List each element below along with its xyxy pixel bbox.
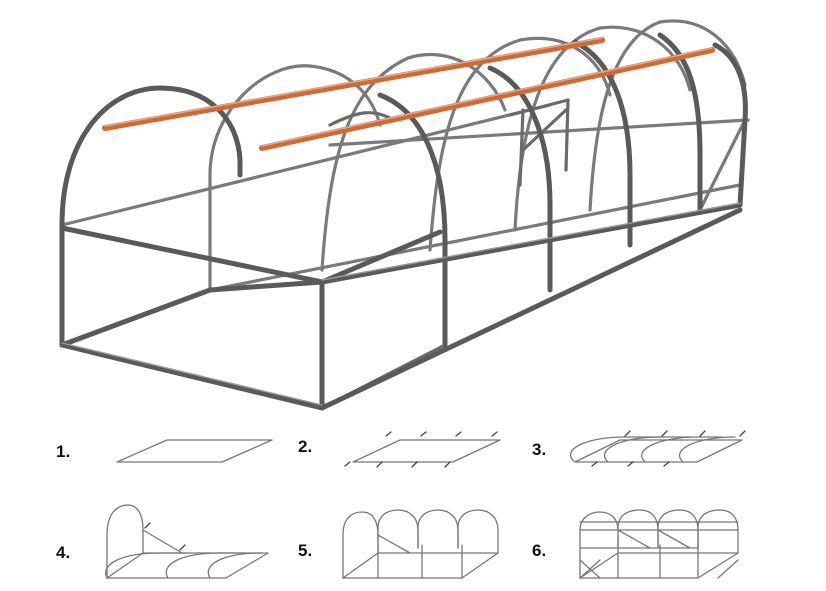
step-6: 6.	[532, 509, 739, 579]
step-2-label: 2.	[298, 437, 312, 456]
step-4: 4.	[56, 504, 269, 579]
step-4-first-arch-raised	[105, 504, 269, 579]
step-3-base-with-laid-arches	[569, 430, 746, 467]
step-1: 1.	[56, 439, 273, 463]
back-side-rails	[60, 103, 750, 292]
step-4-label: 4.	[56, 543, 70, 562]
step-3-label: 3.	[532, 440, 546, 459]
step-6-label: 6.	[532, 541, 546, 560]
ridge-rails	[102, 37, 715, 151]
step-5-label: 5.	[298, 541, 312, 560]
step-1-base-rectangle	[116, 439, 273, 463]
step-5-all-arches-raised	[342, 509, 499, 579]
step-3: 3.	[532, 430, 746, 467]
step-5: 5.	[298, 509, 499, 579]
step-1-label: 1.	[56, 442, 70, 461]
front-structure	[59, 32, 748, 411]
end-door-frame	[508, 98, 570, 187]
step-6-complete-frame	[579, 509, 739, 579]
step-2: 2.	[298, 431, 501, 468]
step-2-base-with-stakes	[344, 431, 501, 468]
greenhouse-frame-illustration	[59, 19, 750, 411]
